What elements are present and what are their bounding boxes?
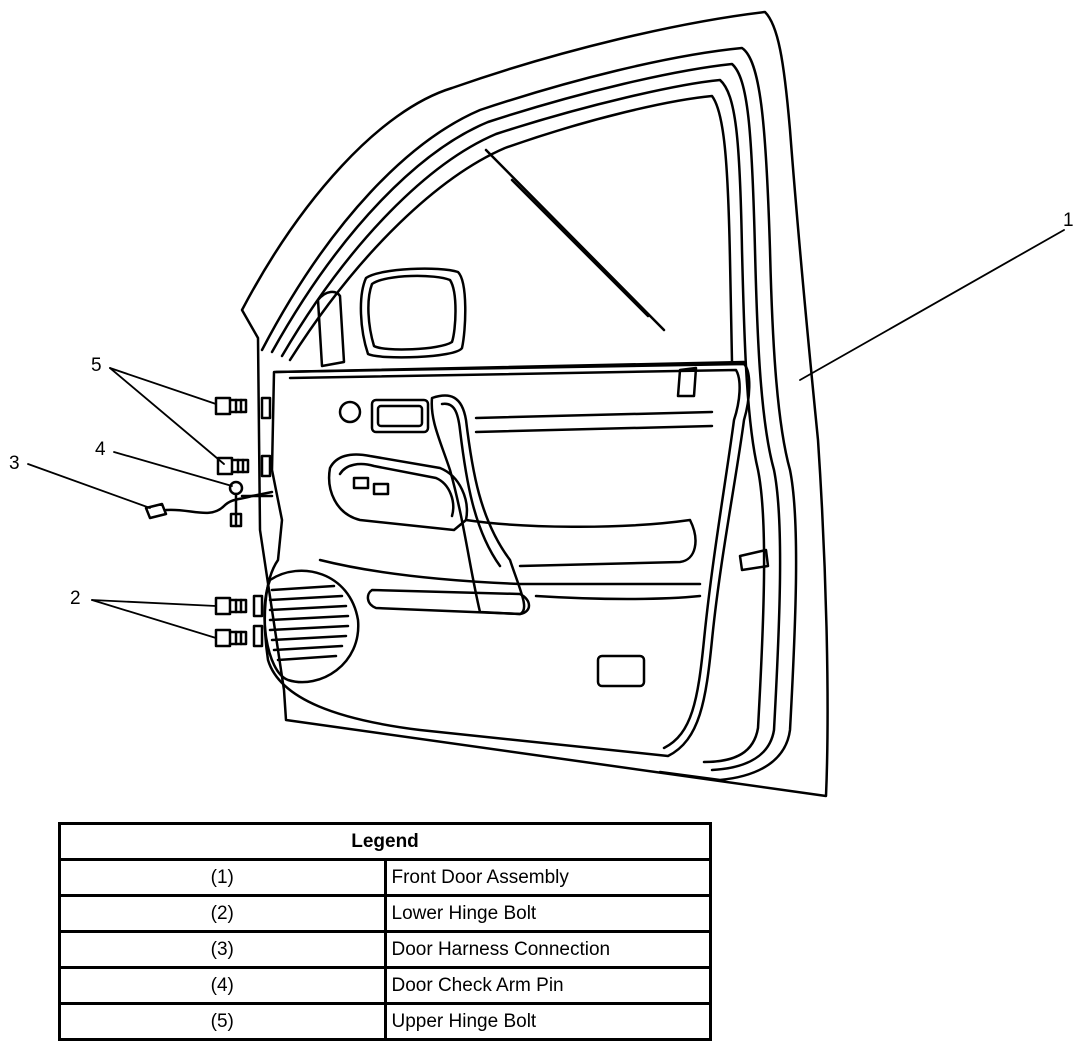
legend-number: (2) (58, 894, 387, 933)
legend-description: Lower Hinge Bolt (383, 894, 712, 933)
leader-line-4 (113, 451, 233, 487)
armrest (327, 453, 469, 532)
legend-header-row: Legend (58, 822, 712, 861)
window-glass (288, 94, 734, 364)
trim-panel (263, 362, 751, 758)
legend-description: Door Check Arm Pin (383, 966, 712, 1005)
legend-number: (3) (58, 930, 387, 969)
leader-line-5 (109, 367, 217, 405)
window-frame-middle (270, 62, 782, 772)
leader-line-1 (799, 229, 1065, 381)
speaker-grille (263, 569, 360, 684)
legend-description: Upper Hinge Bolt (383, 1002, 712, 1041)
window-frame-inner (280, 78, 766, 764)
leader-line-2 (91, 599, 217, 607)
legend-description: Door Harness Connection (383, 930, 712, 969)
legend-description: Front Door Assembly (383, 858, 712, 897)
legend-title: Legend (58, 822, 712, 861)
lower-hinge-bolt (214, 596, 248, 616)
window-frame-outer (260, 46, 798, 782)
legend-row: (4) Door Check Arm Pin (58, 966, 712, 1005)
door-harness-connector (144, 490, 274, 520)
leader-line-2 (91, 599, 217, 639)
callout-1: 1 (1063, 210, 1074, 231)
legend-row: (2) Lower Hinge Bolt (58, 894, 712, 933)
leader-line-3 (27, 463, 151, 509)
reflector (596, 654, 646, 688)
leader-line-5 (109, 367, 225, 465)
legend-number: (1) (58, 858, 387, 897)
door-outer-shell (240, 10, 829, 798)
upper-hinge-bolt (216, 456, 250, 476)
legend-row: (5) Upper Hinge Bolt (58, 1002, 712, 1041)
legend-number: (4) (58, 966, 387, 1005)
upper-hinge-bolt (214, 396, 248, 416)
callout-4: 4 (95, 439, 106, 460)
lower-hinge-bolt (214, 628, 248, 648)
legend-row: (3) Door Harness Connection (58, 930, 712, 969)
window-switch (352, 476, 370, 490)
callout-5: 5 (91, 355, 102, 376)
legend-number: (5) (58, 1002, 387, 1041)
callout-2: 2 (70, 588, 81, 609)
front-door-diagram (27, 10, 1065, 798)
map-pocket (318, 558, 702, 586)
legend-row: (1) Front Door Assembly (58, 858, 712, 897)
mirror (359, 267, 467, 359)
legend-table: Legend (1) Front Door Assembly (2) Lower… (58, 822, 712, 1041)
callout-3: 3 (9, 453, 20, 474)
check-arm-pin (228, 480, 244, 528)
